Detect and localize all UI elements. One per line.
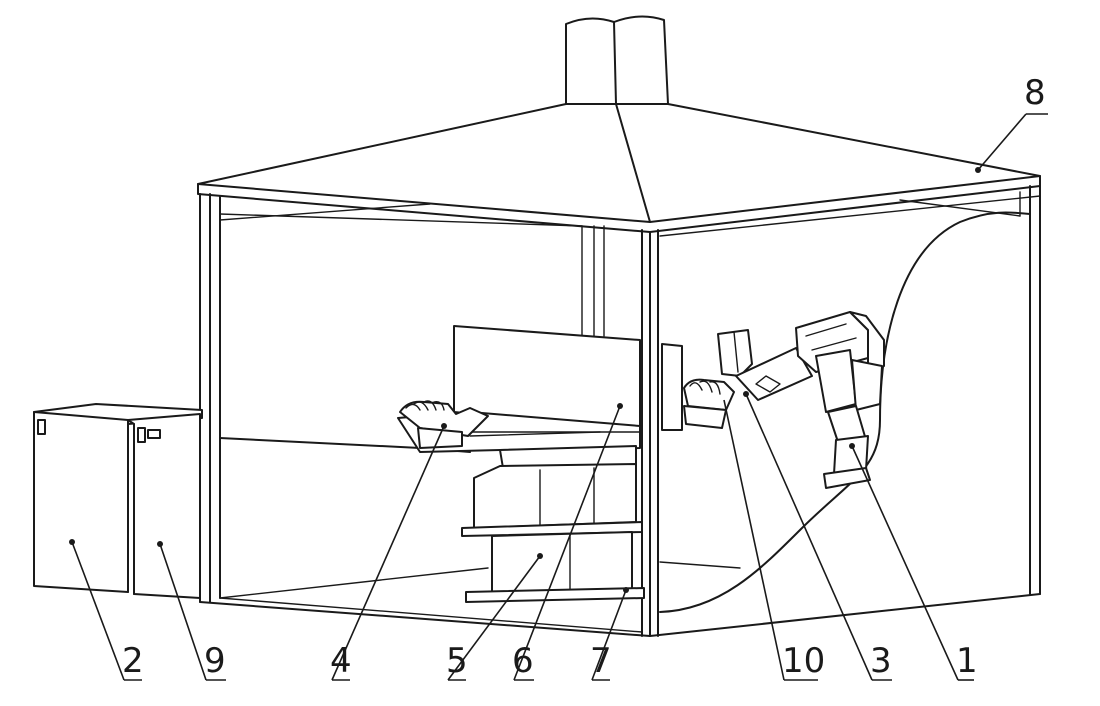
welding-torch bbox=[717, 329, 813, 401]
label-8: 8 bbox=[1024, 73, 1046, 113]
welding-fixture-table bbox=[397, 325, 683, 475]
label-6: 6 bbox=[512, 641, 534, 681]
workpiece-right bbox=[683, 378, 735, 429]
callout-labels: 2 9 4 5 6 7 10 3 1 8 bbox=[122, 73, 1046, 681]
enclosure-frame bbox=[199, 185, 1041, 637]
label-7: 7 bbox=[590, 641, 612, 681]
control-cabinets bbox=[33, 403, 203, 599]
label-2: 2 bbox=[122, 641, 144, 681]
positioner-base bbox=[461, 463, 645, 603]
right-wall-cutaway bbox=[659, 211, 1031, 613]
label-10: 10 bbox=[782, 641, 825, 681]
exhaust-duct bbox=[565, 15, 669, 105]
label-9: 9 bbox=[204, 641, 226, 681]
exhaust-hood-roof bbox=[197, 103, 1041, 233]
label-3: 3 bbox=[870, 641, 892, 681]
label-1: 1 bbox=[956, 641, 978, 681]
label-4: 4 bbox=[330, 641, 352, 681]
workpiece-left bbox=[399, 400, 489, 449]
label-5: 5 bbox=[446, 641, 468, 681]
welding-robot bbox=[795, 311, 885, 489]
leader-lines bbox=[71, 113, 1048, 681]
